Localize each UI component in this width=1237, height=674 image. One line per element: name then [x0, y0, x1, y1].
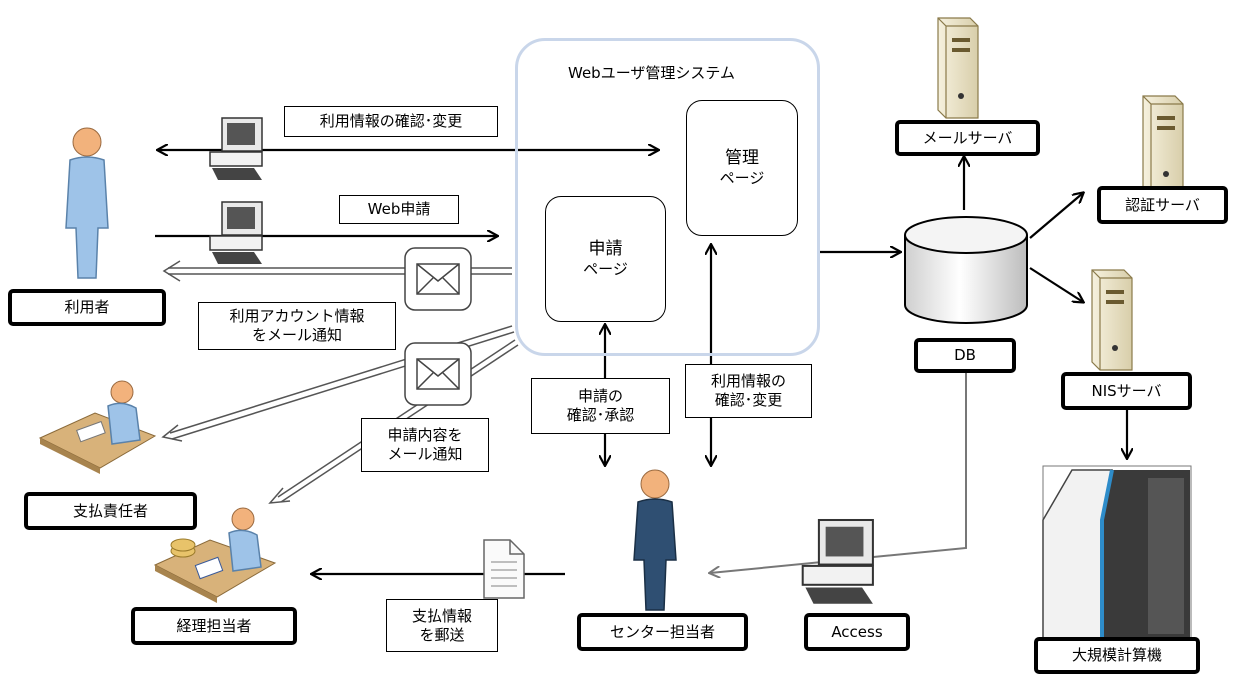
label-payment: 支払情報 を郵送 [386, 599, 498, 652]
label-web-apply: Web申請 [339, 195, 459, 224]
label-info-confirm-line1: 利用情報の [710, 372, 786, 391]
admin-page-box: 管理 ページ [686, 100, 798, 236]
label-confirm-change: 利用情報の確認･変更 [284, 106, 498, 137]
label-apply-confirm: 申請の 確認･承認 [531, 378, 670, 434]
db-label: DB [914, 338, 1016, 373]
apply-page-line2: ページ [583, 260, 628, 279]
auth-server-label: 認証サーバ [1097, 186, 1228, 224]
label-account-notice: 利用アカウント情報 をメール通知 [198, 302, 396, 350]
nis-server-label: NISサーバ [1061, 372, 1192, 410]
arrow-db-auth [1029, 193, 1083, 239]
nis-server-icon [1091, 269, 1133, 371]
computer-icon [209, 201, 263, 264]
payer-label: 支払責任者 [24, 492, 197, 530]
label-info-confirm: 利用情報の 確認･変更 [685, 364, 812, 418]
label-info-confirm-line2: 確認･変更 [714, 391, 783, 409]
label-apply-confirm-line2: 確認･承認 [566, 406, 635, 424]
apply-page-box: 申請 ページ [545, 196, 666, 322]
arrow-db-nis [1029, 267, 1083, 302]
user-label: 利用者 [8, 289, 166, 326]
label-account-notice-line2: をメール通知 [251, 326, 342, 344]
label-content-notice: 申請内容を メール通知 [361, 418, 489, 472]
user-person-icon [65, 127, 109, 279]
label-payment-line1: 支払情報 [411, 606, 472, 625]
mail-icon [404, 342, 472, 406]
document-icon [483, 539, 525, 599]
supercomputer-icon [1042, 465, 1192, 645]
label-account-notice-line1: 利用アカウント情報 [229, 307, 365, 326]
payer-person-icon [38, 380, 157, 474]
computer-icon [801, 518, 874, 604]
hpc-label: 大規模計算機 [1034, 637, 1200, 674]
apply-page-line1: 申請 [588, 239, 623, 259]
label-content-notice-line2: メール通知 [387, 445, 463, 463]
system-title: Webユーザ管理システム [568, 64, 735, 82]
mail-server-icon [937, 17, 979, 119]
access-label: Access [804, 613, 910, 651]
arrow-db-center [710, 340, 967, 573]
database-icon [904, 216, 1028, 324]
admin-page-line2: ページ [719, 169, 765, 188]
auth-server-icon [1142, 95, 1184, 197]
label-apply-confirm-line1: 申請の [577, 387, 623, 406]
mail-server-label: メールサーバ [895, 120, 1040, 156]
system-boundary [515, 38, 820, 356]
computer-icon [209, 117, 263, 180]
center-person-icon [633, 469, 677, 611]
label-payment-line2: を郵送 [419, 625, 465, 644]
center-label: センター担当者 [577, 613, 748, 651]
label-content-notice-line1: 申請内容を [387, 426, 463, 445]
accountant-label: 経理担当者 [131, 607, 297, 645]
admin-page-line1: 管理 [725, 148, 759, 168]
mail-icon [404, 247, 472, 311]
accountant-person-icon [153, 507, 277, 603]
